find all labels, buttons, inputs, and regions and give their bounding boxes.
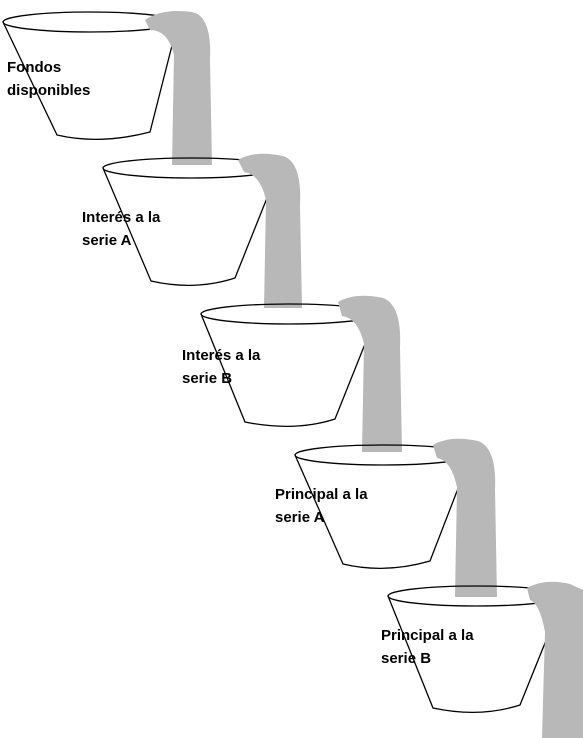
svg-text:Principal a la serie B: Principal a la serie B [381, 627, 478, 667]
bucket-label-line-1: Fondos [7, 59, 61, 76]
bucket-label-line-2: serie B [182, 370, 232, 387]
bucket-interest-series-a: Interés a la serie A [82, 153, 302, 308]
bucket-label-line-2: serie A [82, 232, 132, 249]
stream-pour [527, 581, 583, 738]
bucket-label-line-2: serie B [381, 650, 431, 667]
bucket-label-line-2: serie A [275, 509, 325, 526]
bucket-body [102, 167, 280, 286]
bucket-principal-series-b: Principal a la serie B [381, 581, 583, 738]
bucket-body [294, 454, 472, 569]
bucket-principal-series-a: Principal a la serie A [275, 438, 497, 597]
bucket-label-line-1: Principal a la [275, 486, 368, 503]
bucket-body [2, 21, 179, 140]
stream-pour [433, 438, 497, 597]
bucket-label-line-2: disponibles [7, 82, 90, 99]
bucket-available-funds: Fondos disponibles [2, 11, 212, 165]
bucket-body [200, 313, 378, 427]
stream-pour [238, 153, 302, 308]
stream-pour [338, 295, 402, 452]
stream-pour [145, 11, 212, 165]
svg-text:Principal a la serie A: Principal a la serie A [275, 486, 372, 526]
bucket-label-line-1: Principal a la [381, 627, 474, 644]
bucket-label-line-1: Interés a la [82, 209, 161, 226]
bucket-label-line-1: Interés a la [182, 347, 261, 364]
bucket-body [387, 595, 565, 713]
svg-text:Interés a la serie B: Interés a la serie B [182, 347, 265, 387]
svg-text:Fondos disponibles: Fondos disponibles [7, 59, 90, 99]
bucket-interest-series-b: Interés a la serie B [182, 295, 402, 452]
svg-text:Interés a la serie A: Interés a la serie A [82, 209, 165, 249]
